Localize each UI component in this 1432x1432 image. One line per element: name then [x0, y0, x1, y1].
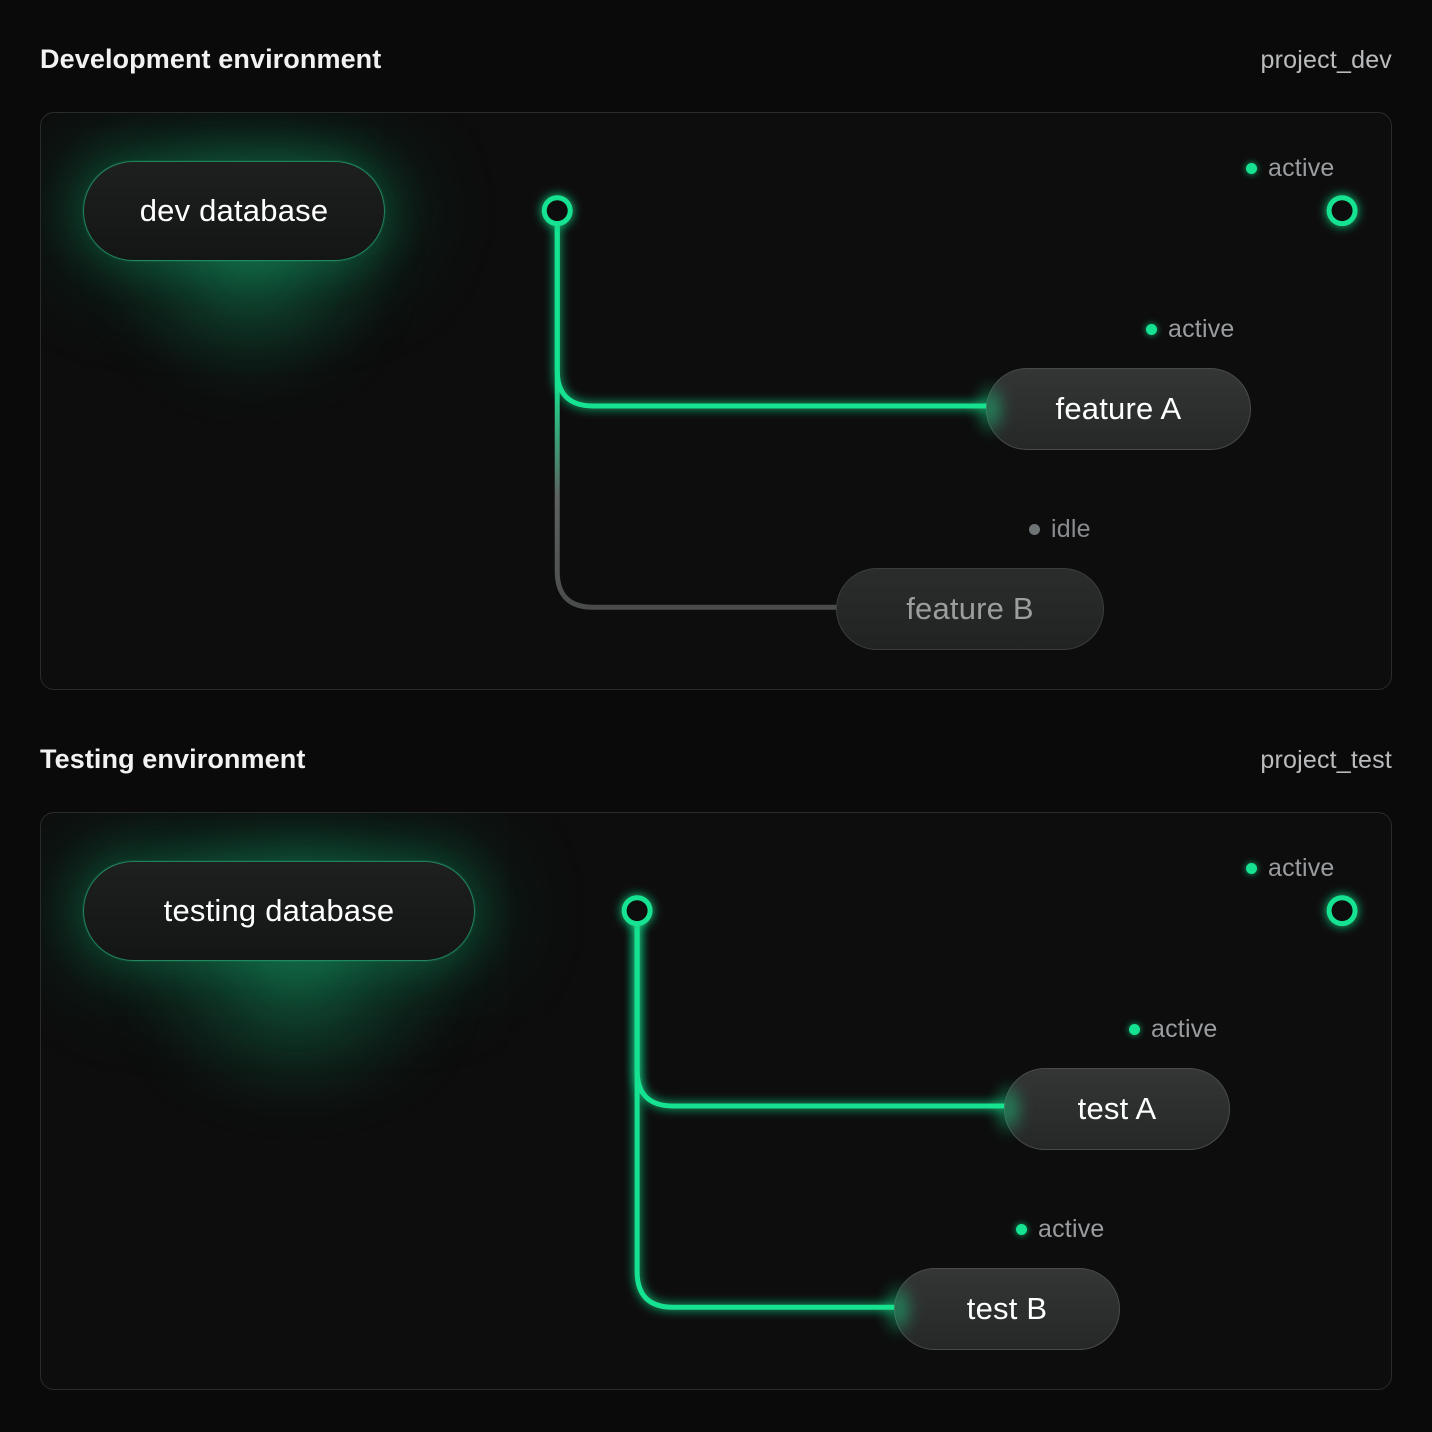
edge-junction-to-test-a — [634, 908, 1008, 1109]
node-feature-b[interactable]: feature B — [836, 568, 1104, 650]
edge-junction-to-test-b — [634, 908, 898, 1310]
section-header-development: Development environment project_dev — [40, 44, 1392, 75]
status-dot-icon-active — [1146, 324, 1157, 335]
status-badge-endpoint-testing: active — [1246, 854, 1335, 883]
page-title-testing: Testing environment — [40, 744, 306, 774]
edge-junction-to-feature-b — [554, 208, 843, 610]
status-badge-test-a: active — [1129, 1015, 1218, 1044]
status-dot-icon-active — [1129, 1024, 1140, 1035]
edge-junction-to-feature-a — [554, 208, 991, 409]
connector-canvas-development — [380, 195, 1358, 610]
node-label-feature-b: feature B — [906, 591, 1034, 626]
status-dot-icon-active — [1016, 1224, 1027, 1235]
status-badge-test-b: active — [1016, 1215, 1105, 1244]
node-dev-database[interactable]: dev database — [83, 161, 385, 261]
node-label-dev-database: dev database — [139, 193, 329, 228]
project-label-testing: project_test — [1260, 746, 1392, 774]
connector-canvas-testing — [471, 895, 1358, 1310]
junction-node-development[interactable] — [541, 195, 573, 227]
status-badge-feature-a: active — [1146, 315, 1235, 344]
page-title-development: Development environment — [40, 44, 382, 74]
node-test-a[interactable]: test A — [991, 1068, 1230, 1150]
status-label-test-a: active — [1151, 1015, 1218, 1043]
panel-testing: testing database active active test A ac… — [40, 812, 1392, 1390]
status-label-test-b: active — [1038, 1215, 1105, 1243]
endpoint-node-testing[interactable] — [1326, 895, 1358, 927]
node-label-test-b: test B — [966, 1291, 1048, 1326]
node-feature-a[interactable]: feature A — [973, 368, 1251, 450]
node-testing-database[interactable]: testing database — [83, 861, 475, 961]
endpoint-node-development[interactable] — [1326, 195, 1358, 227]
panel-development: dev database active active feature A idl… — [40, 112, 1392, 690]
status-label-endpoint-testing: active — [1268, 854, 1335, 882]
section-header-testing: Testing environment project_test — [40, 744, 1392, 775]
status-dot-icon-active — [1246, 163, 1257, 174]
junction-node-testing[interactable] — [621, 895, 653, 927]
status-badge-feature-b: idle — [1029, 515, 1091, 544]
project-label-development: project_dev — [1260, 46, 1392, 74]
node-label-testing-database: testing database — [163, 893, 395, 928]
node-label-test-a: test A — [1077, 1091, 1157, 1126]
status-label-feature-b: idle — [1051, 515, 1091, 543]
node-test-b[interactable]: test B — [881, 1268, 1120, 1350]
status-dot-icon-active — [1246, 863, 1257, 874]
status-badge-endpoint-development: active — [1246, 154, 1335, 183]
status-dot-icon-idle — [1029, 524, 1040, 535]
node-label-feature-a: feature A — [1055, 391, 1182, 426]
status-label-feature-a: active — [1168, 315, 1235, 343]
status-label-endpoint-development: active — [1268, 154, 1335, 182]
